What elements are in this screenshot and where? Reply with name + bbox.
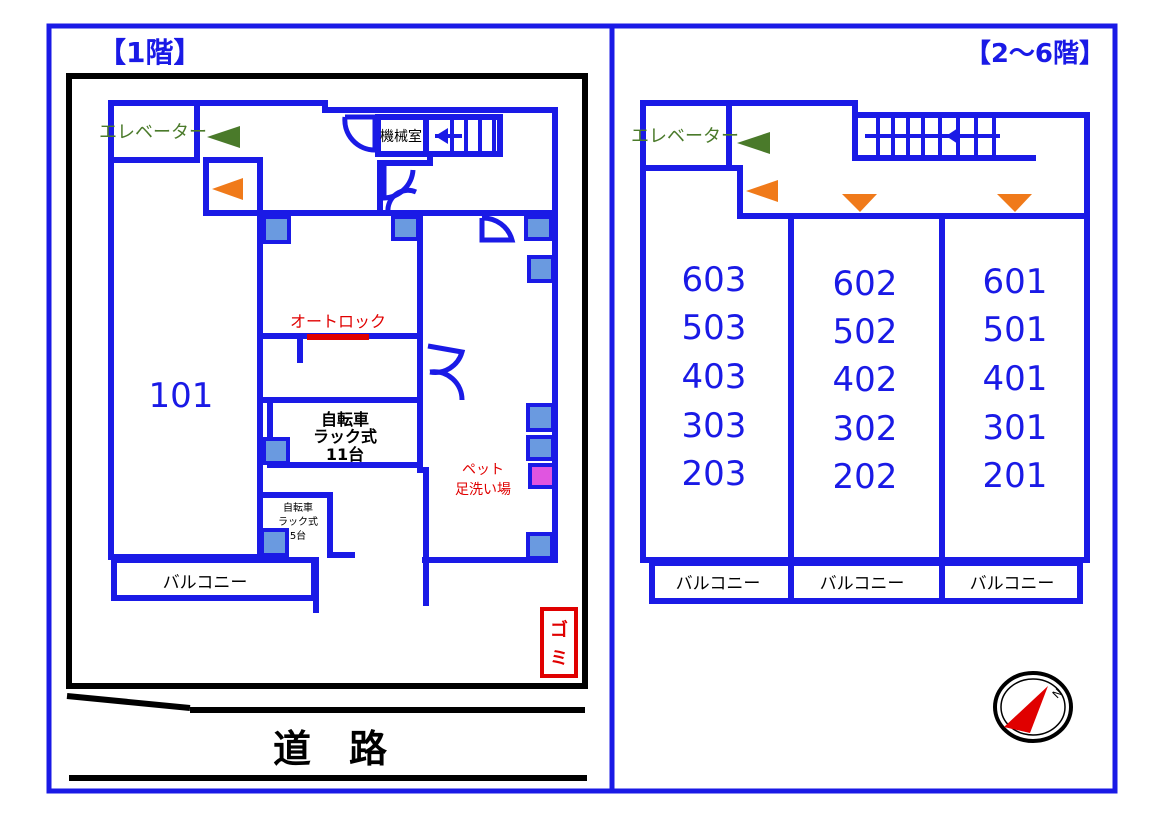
unit-number: 401 xyxy=(983,359,1048,399)
unit-number: 202 xyxy=(833,457,898,497)
unit-101-label: 101 xyxy=(149,376,214,416)
small-bike-box xyxy=(259,492,355,558)
unit-number: 501 xyxy=(983,310,1048,350)
elevator-label-1f: エレベーター xyxy=(99,122,207,143)
stairs-arrow-1f xyxy=(435,128,448,144)
elevator-box-2f xyxy=(640,100,732,171)
site-boundary xyxy=(66,73,588,689)
stairs-outline-2f xyxy=(852,112,1036,161)
unit-number: 203 xyxy=(682,454,747,494)
bike-rack-large-line3: 11台 xyxy=(326,445,364,464)
balcony-label: バルコニー xyxy=(676,574,761,594)
floor1-walls xyxy=(108,100,558,613)
bike-rack-large-line2: ラック式 xyxy=(313,427,377,446)
unit-number: 602 xyxy=(833,264,898,304)
door-entrance-lower xyxy=(429,369,465,401)
bike-rack-small-line3: 5台 xyxy=(290,529,306,542)
unit-number: 502 xyxy=(833,312,898,352)
door-entrance-upper xyxy=(427,343,466,375)
machine-room-label: 機械室 xyxy=(380,128,422,145)
pet-wash-line1: ペット xyxy=(462,462,504,478)
road-edge-upper-left xyxy=(66,693,191,711)
doors-1f xyxy=(342,114,516,401)
pet-wash-line2: 足洗い場 xyxy=(455,482,511,498)
door-core-lower xyxy=(385,187,418,213)
floor2to6-title: 【2～6階】 xyxy=(965,39,1105,69)
unit-number: 403 xyxy=(682,357,747,397)
elevator-label-2f: エレベーター xyxy=(631,126,739,147)
bike-rack-small-line2: ラック式 xyxy=(278,515,318,528)
unit-number: 303 xyxy=(682,406,747,446)
unit101-walls xyxy=(108,100,265,560)
compass: N xyxy=(993,671,1073,743)
unit-number: 601 xyxy=(983,262,1048,302)
arrow-orange-unit2 xyxy=(842,194,877,212)
floor1-title: 【1階】 xyxy=(98,36,201,69)
autolock-label: オートロック xyxy=(290,312,386,331)
road-label: 道 路 xyxy=(273,727,388,771)
garbage-label-2: ミ xyxy=(550,648,568,669)
elevator-arrow-green-2f xyxy=(737,132,770,154)
corridor-wall xyxy=(726,165,1090,219)
balcony-label: バルコニー xyxy=(970,574,1055,594)
door-right-hall xyxy=(479,215,516,243)
unit-number: 301 xyxy=(983,408,1048,448)
balcony-label-1f: バルコニー xyxy=(163,573,248,593)
balconies-2f xyxy=(649,560,1083,604)
pet-wash-station xyxy=(528,463,556,489)
unit-number: 402 xyxy=(833,360,898,400)
elevator-arrow-green-1f xyxy=(207,126,240,148)
garbage-label-1: ゴ xyxy=(550,619,568,641)
garbage-area xyxy=(540,607,578,678)
compass-needle-icon xyxy=(1004,686,1048,733)
arrow-orange-unit1 xyxy=(997,194,1032,212)
bike-rack-small-line1: 自転車 xyxy=(283,501,313,514)
unit-number: 201 xyxy=(983,456,1048,496)
unit-numbers: 603 503 403 303 203 602 502 402 302 202 … xyxy=(682,260,1048,497)
machine-room xyxy=(375,114,429,157)
elevator-arrow-orange-1f xyxy=(212,178,243,200)
unit-number: 302 xyxy=(833,409,898,449)
core-walls xyxy=(259,151,503,216)
floor2to6-walls xyxy=(640,100,1090,604)
stairs-arrow-2f xyxy=(946,128,958,144)
balcony-labels-2f: バルコニー バルコニー バルコニー xyxy=(676,574,1055,594)
bike-rack-large-line1: 自転車 xyxy=(321,410,369,429)
columns-1f xyxy=(260,215,555,560)
door-machine-room xyxy=(342,114,378,153)
unit-number: 503 xyxy=(682,308,747,348)
outer-frame xyxy=(46,23,1118,794)
unit-number: 603 xyxy=(682,260,747,300)
stairs-treads-2f xyxy=(865,118,1000,155)
elevator-arrow-orange-2f xyxy=(746,180,778,202)
balcony-label: バルコニー xyxy=(820,574,905,594)
